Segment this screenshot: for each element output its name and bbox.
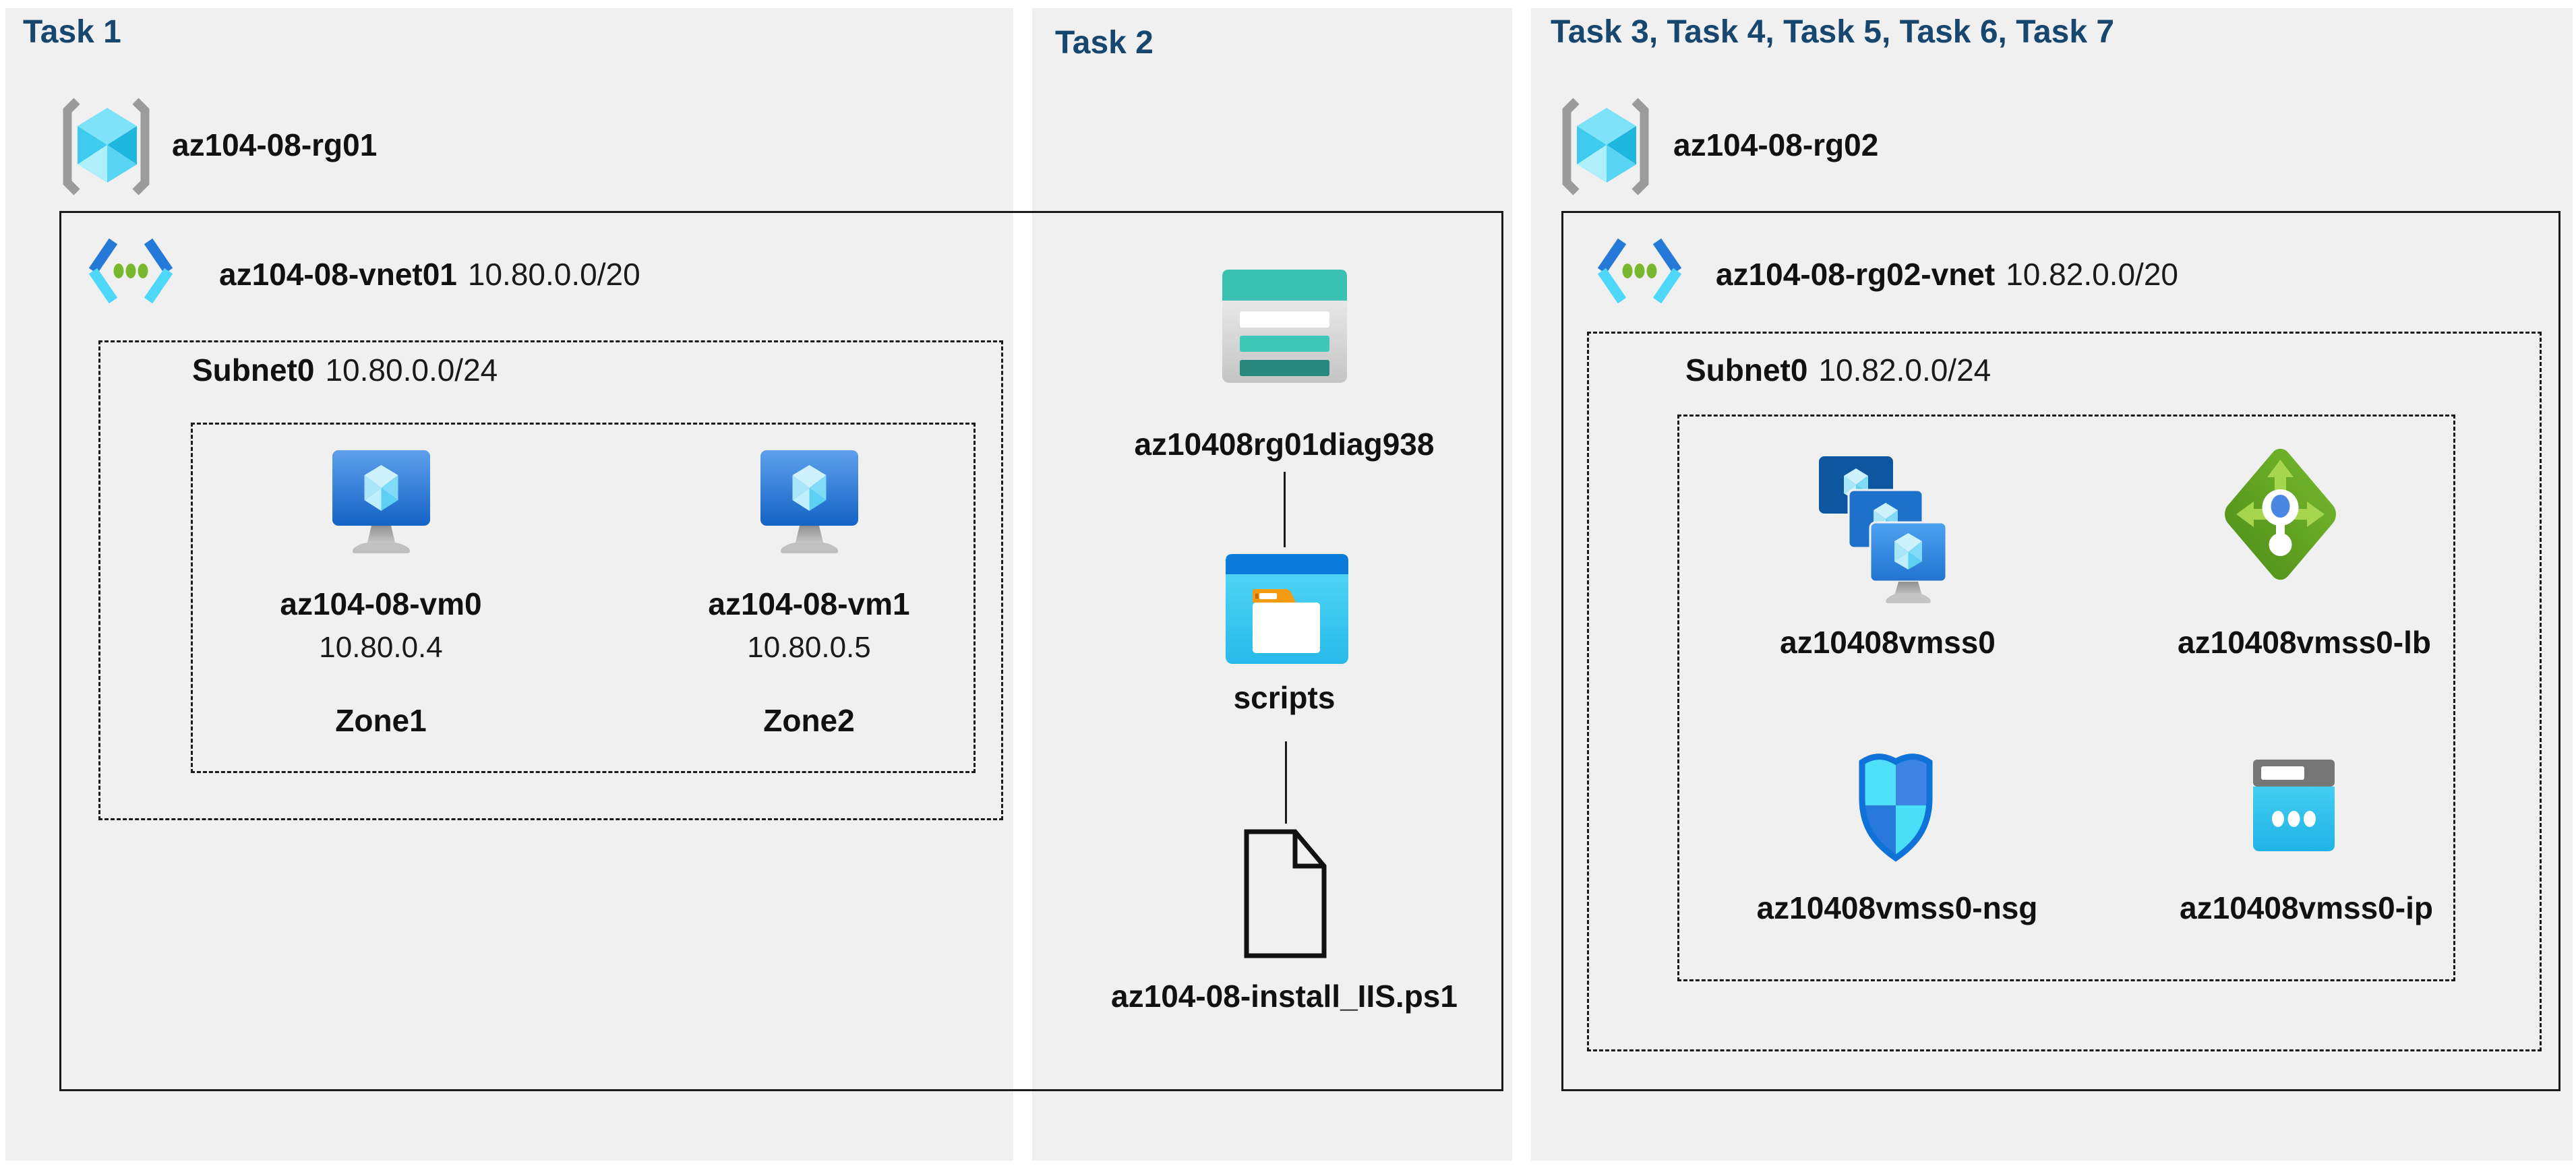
public-ip-icon <box>2253 760 2335 851</box>
task3-vnet-box <box>1561 211 2560 1091</box>
public-ip-label: az10408vmss0-ip <box>2180 890 2433 925</box>
vmss-label: az10408vmss0 <box>1780 625 1996 660</box>
task3-resource-group-box <box>1677 415 2455 981</box>
resource-group-icon <box>63 98 150 195</box>
virtual-network-icon <box>1597 238 1682 304</box>
container-label: scripts <box>1233 680 1336 715</box>
vnet-cidr: 10.80.0.0/20 <box>467 257 640 292</box>
task3-subnet-box <box>1587 332 2542 1051</box>
subnet-label: Subnet0 10.82.0.0/24 <box>1685 355 1991 386</box>
vm-ip-label: 10.80.0.5 <box>747 631 871 664</box>
script-file-icon <box>1244 829 1327 958</box>
subnet-name: Subnet0 <box>1685 352 1808 388</box>
storage-account-icon <box>1222 270 1347 383</box>
task1-title: Task 1 <box>23 14 121 50</box>
vm-name-label: az104-08-vm1 <box>708 586 910 621</box>
connector-storage-to-scripts <box>1284 472 1286 547</box>
subnet-cidr: 10.80.0.0/24 <box>325 352 498 388</box>
task1-vnet-box <box>59 211 1503 1091</box>
vm-zone-label: Zone2 <box>763 703 855 738</box>
vm-scale-set-icon <box>1819 456 1947 603</box>
network-security-group-icon <box>1859 754 1933 862</box>
resource-group-label: az104-08-rg02 <box>1673 127 1879 162</box>
subnet-label: Subnet0 10.80.0.0/24 <box>192 355 498 386</box>
task2-title: Task 2 <box>1055 25 1154 61</box>
vnet-name: az104-08-rg02-vnet <box>1716 257 1996 292</box>
script-file-label: az104-08-install_IIS.ps1 <box>1111 979 1458 1014</box>
task3-title: Task 3, Task 4, Task 5, Task 6, Task 7 <box>1551 14 2115 50</box>
task1-panel <box>5 8 1013 1161</box>
vm-zone-label: Zone1 <box>335 703 427 738</box>
subnet-cidr: 10.82.0.0/24 <box>1818 352 1991 388</box>
vnet-label: az104-08-rg02-vnet 10.82.0.0/20 <box>1716 259 2178 290</box>
subnet-name: Subnet0 <box>192 352 315 388</box>
task3-panel <box>1531 8 2573 1161</box>
vnet-name: az104-08-vnet01 <box>219 257 457 292</box>
load-balancer-icon <box>2225 448 2336 580</box>
resource-group-icon <box>1562 98 1649 195</box>
virtual-network-icon <box>88 238 173 304</box>
resource-group-label: az104-08-rg01 <box>172 127 378 162</box>
virtual-machine-icon <box>760 450 858 553</box>
task1-vm-group-box <box>191 423 976 773</box>
folder-container-icon <box>1226 554 1348 664</box>
virtual-machine-icon <box>332 450 430 553</box>
vm-ip-label: 10.80.0.4 <box>319 631 443 664</box>
load-balancer-label: az10408vmss0-lb <box>2178 625 2431 660</box>
nsg-label: az10408vmss0-nsg <box>1756 890 2038 925</box>
vm-name-label: az104-08-vm0 <box>280 586 482 621</box>
vnet-label: az104-08-vnet01 10.80.0.0/20 <box>219 259 640 290</box>
storage-account-label: az10408rg01diag938 <box>1134 427 1435 462</box>
vnet-cidr: 10.82.0.0/20 <box>2006 257 2178 292</box>
task1-subnet-box <box>98 340 1003 820</box>
connector-scripts-to-file <box>1285 741 1287 824</box>
